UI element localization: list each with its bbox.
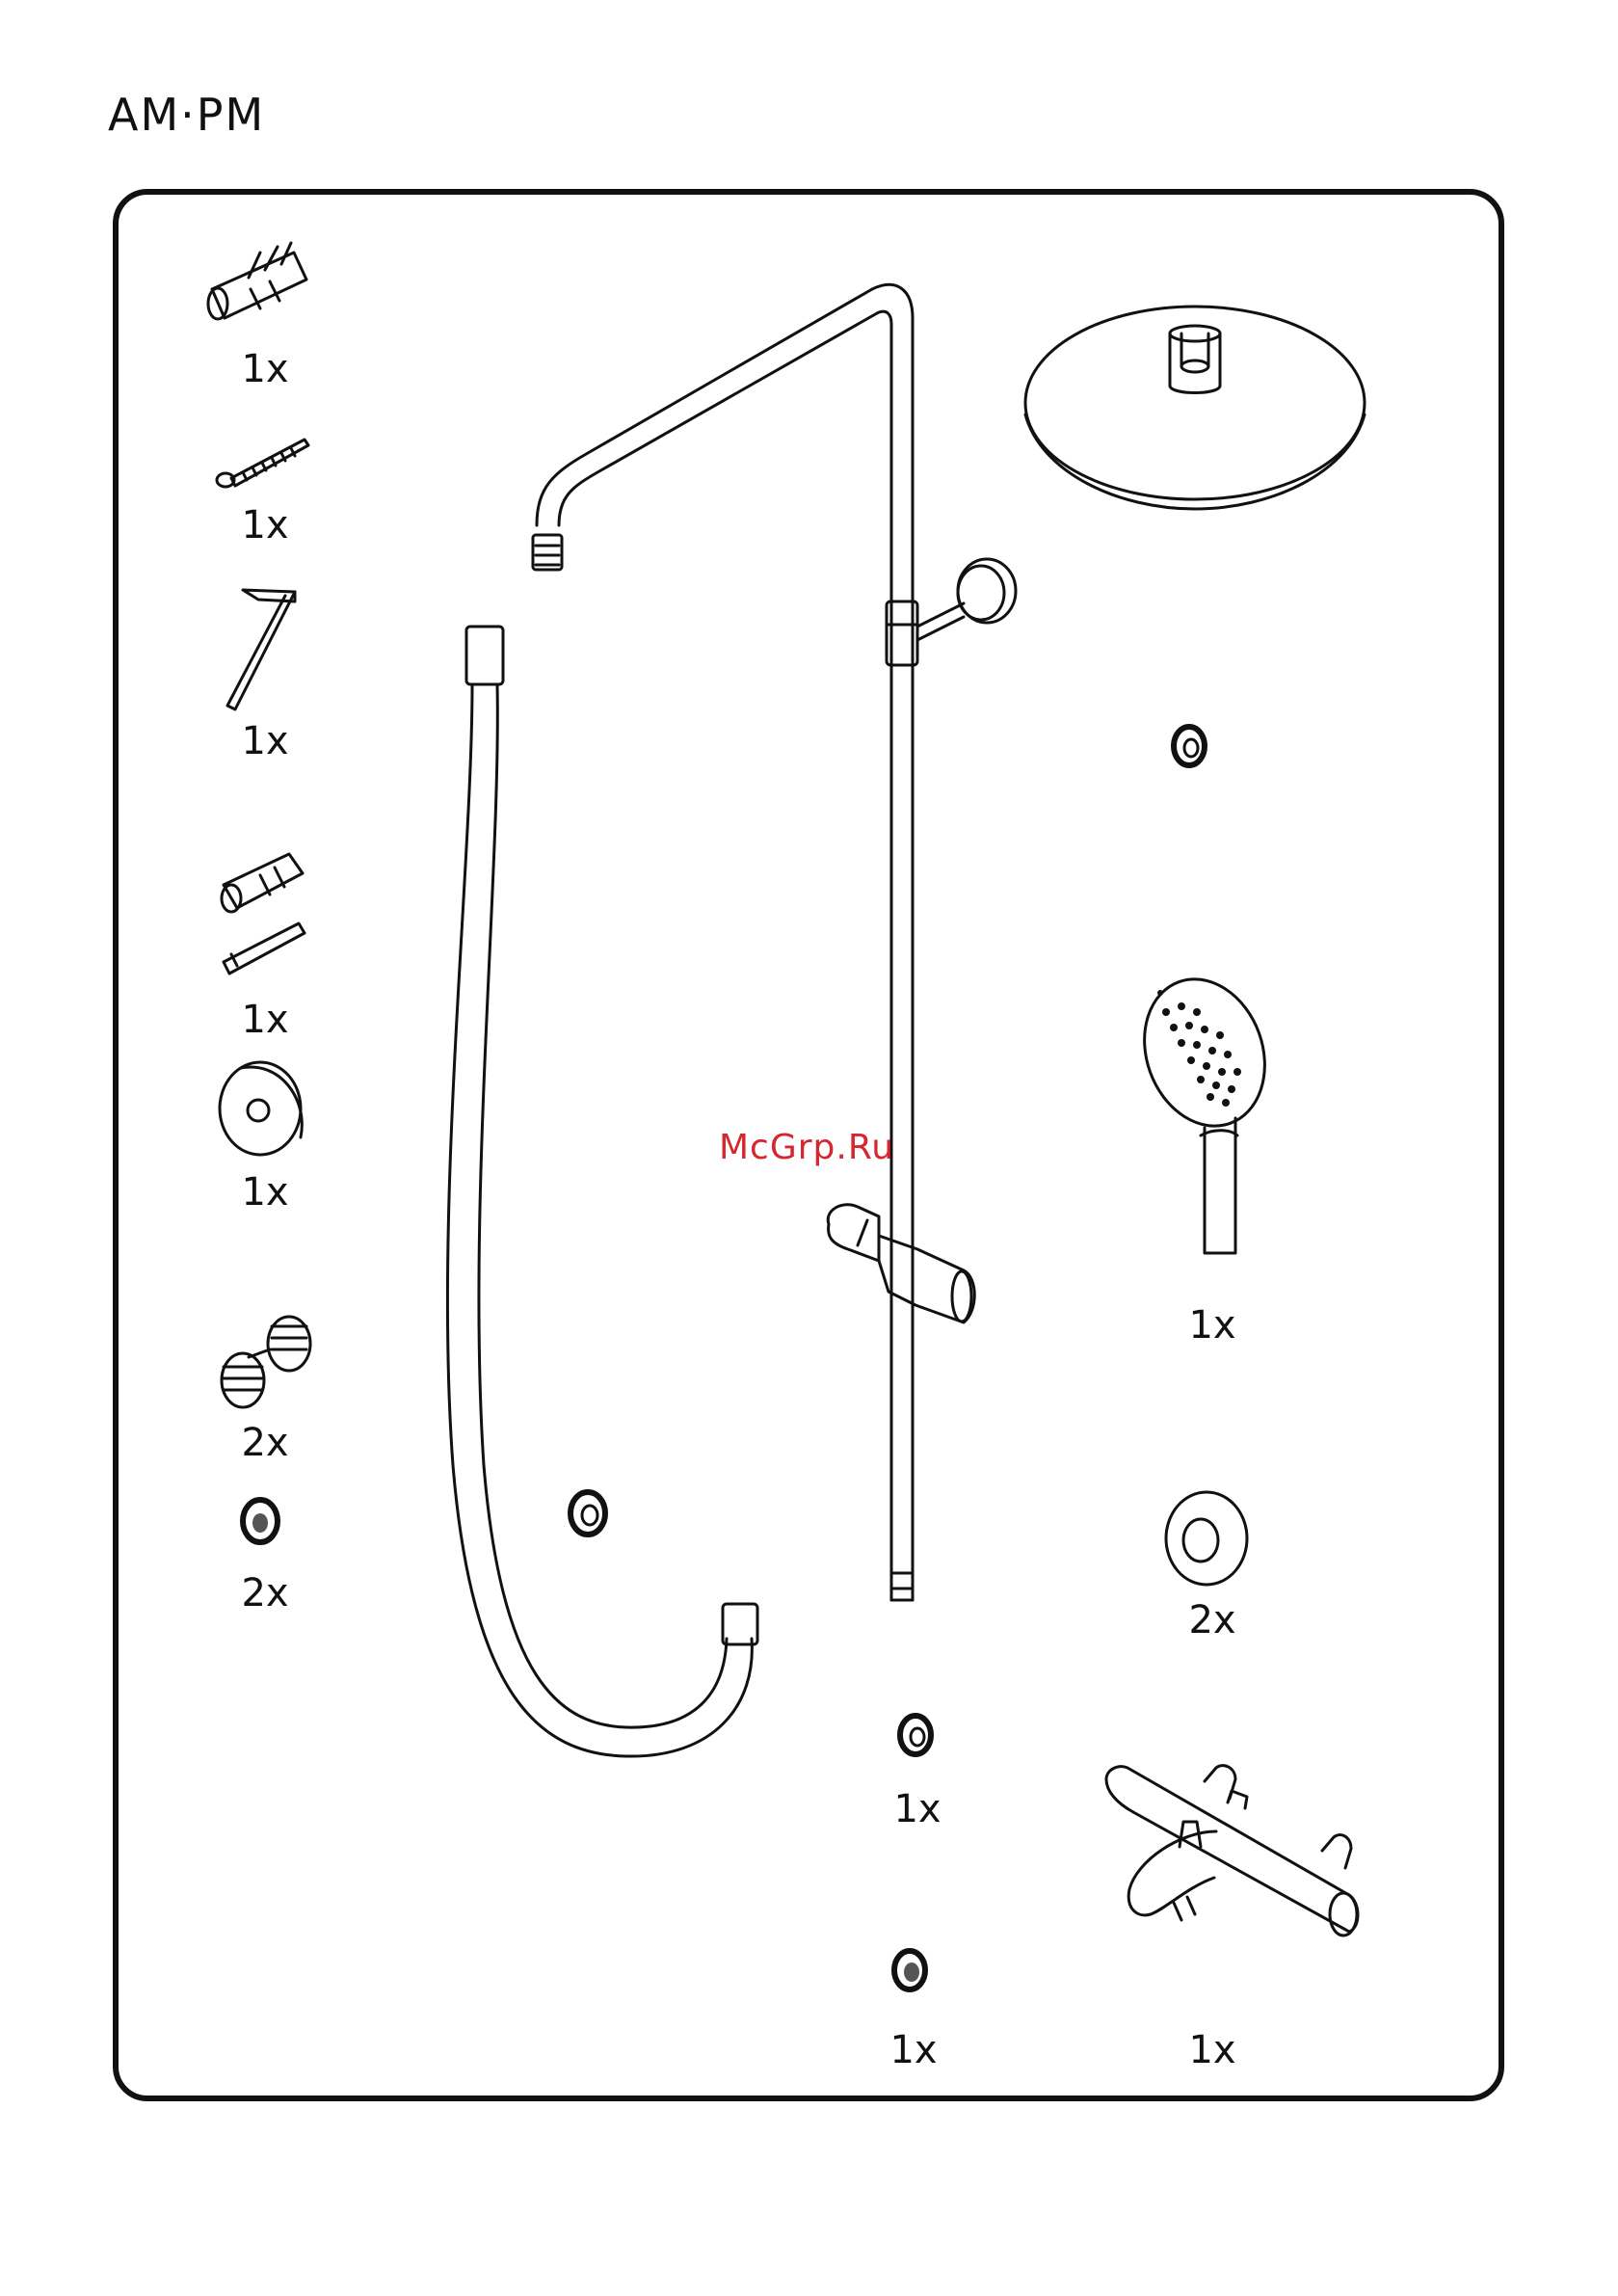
qty-filter-washer: 2x [241, 1571, 288, 1615]
screw-icon [217, 440, 308, 487]
filter-washer-icon [243, 1500, 278, 1542]
qty-extension-connector: 1x [241, 998, 288, 1042]
overhead-shower-head-icon [1025, 307, 1365, 509]
qty-hand-shower: 1x [1188, 1303, 1235, 1348]
qty-decorative-cap: 2x [1188, 1598, 1235, 1642]
qty-thermostatic-mixer: 1x [1188, 2028, 1235, 2072]
decorative-cap-icon [1166, 1492, 1247, 1585]
qty-filter-gasket: 1x [889, 2028, 937, 2072]
qty-gasket: 1x [893, 1787, 941, 1831]
shower-head-gasket-icon [1174, 727, 1205, 765]
watermark: McGrp.Ru [719, 1128, 894, 1167]
qty-hex-key: 1x [241, 719, 288, 763]
qty-eccentric-fitting: 2x [241, 1421, 288, 1465]
gasket-icon [900, 1716, 931, 1754]
thermostatic-mixer-icon [1106, 1766, 1358, 1936]
wall-flange-icon [220, 1062, 302, 1155]
hand-shower-icon [1125, 962, 1285, 1253]
wall-plug-icon [208, 243, 306, 319]
flexible-hose-icon [447, 627, 757, 1756]
shower-riser-pipe-icon [533, 284, 917, 1600]
qty-wall-flange: 1x [241, 1170, 288, 1215]
qty-screw: 1x [241, 503, 288, 547]
filter-gasket-icon [894, 1951, 925, 1989]
wall-bracket-icon [917, 559, 1016, 640]
hex-key-icon [227, 590, 295, 709]
hose-gasket-icon [570, 1492, 605, 1535]
extension-connector-icon [222, 854, 305, 974]
slide-holder-icon [828, 1205, 974, 1322]
qty-wall-plug: 1x [241, 347, 288, 391]
eccentric-fitting-icon [222, 1317, 310, 1407]
